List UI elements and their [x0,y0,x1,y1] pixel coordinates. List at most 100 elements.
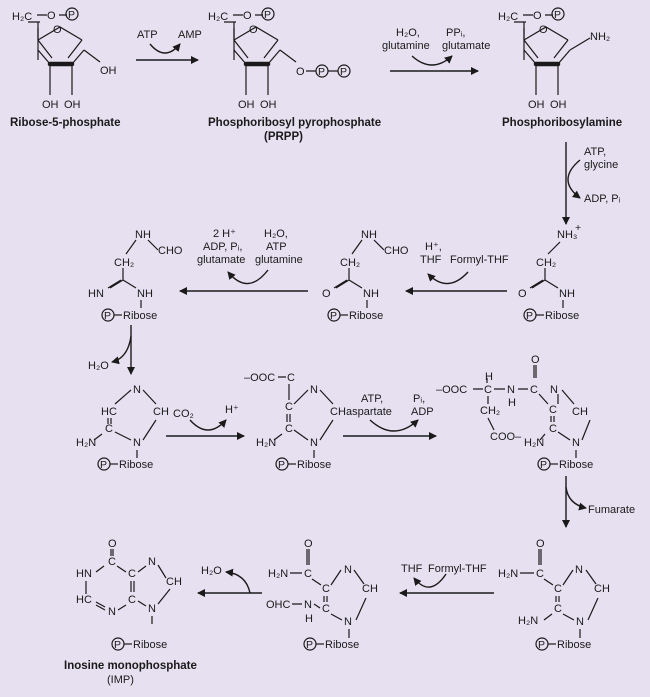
oh-label: OH [550,99,567,111]
h2n-label: H₂N [524,437,544,449]
hn-label: HN [88,288,104,300]
oxygen-label: O [304,538,313,550]
plus-charge: + [575,222,581,234]
c-label: C [484,384,492,396]
aicar-structure: O C H₂N C C N CH N H₂N P Ribose [498,538,610,651]
n-label: N [133,384,141,396]
c-label: C [322,603,330,615]
reagent-curve-8 [369,419,419,432]
reagent-h2o: H₂O, [264,228,288,240]
hc-label: HC [101,406,117,418]
n-label: N [572,437,580,449]
nh-label: NH [361,229,377,241]
reagent-adp-pi: ADP, Pᵢ [584,193,621,205]
n-label: N [310,437,318,449]
reagent-h-plus: H⁺ [225,404,239,416]
h2c-label: H₂C [12,11,32,23]
ribose-label: Ribose [545,310,579,322]
nh-label: NH [363,288,379,300]
reagent-curve-2 [411,55,453,66]
h2n-label: H₂N [256,437,276,449]
n-label: N [148,603,156,615]
saicar-structure: –OOC C H N H C O CH₂ COO– N CH C C N H₂N… [436,354,593,471]
prpp-abbrev: (PRPP) [264,131,303,143]
h-label: H [305,613,313,625]
ch2-label: CH₂ [536,257,556,269]
gar-structure: NH₃ + CH₂ O NH P Ribose [518,222,581,322]
c-label: C [128,568,136,580]
oh-label: OH [64,99,81,111]
imp-structure: O C HN C N CH C HC N N P Ribose [76,538,182,651]
ribose-label: Ribose [349,310,383,322]
reagent-curve-11 [225,568,251,594]
phosphate-circle [551,7,565,21]
c-label: C [108,556,116,568]
nh-label: NH [135,229,151,241]
reagent-glycine: glycine [584,159,618,171]
h-label: H [485,371,493,383]
coo-label: –OOC [436,384,467,396]
n-label: N [344,616,352,628]
phosphoribosylamine-structure: H₂C O NH₂ OH OH O P [498,7,610,111]
ring-oxygen: O [539,24,548,36]
phosphate-p: P [264,9,271,21]
phosphate-p: P [554,9,561,21]
reagent-curve-5 [227,269,269,285]
phosphate-p: P [68,9,75,21]
ch2-label: CH₂ [340,257,360,269]
phosphoribosylamine-name: Phosphoribosylamine [502,117,622,129]
phosphate-p: P [104,310,111,322]
reagent-fumarate: Fumarate [588,504,635,516]
reagent-aspartate: aspartate [346,406,392,418]
reagent-glutamate: glutamate [197,254,245,266]
nh2-label: NH₂ [590,31,610,43]
ribose-label: Ribose [123,310,157,322]
imp-abbrev: (IMP) [107,674,134,686]
phosphate-p: P [278,459,285,471]
phosphate-circle [337,64,351,78]
c-label: C [554,603,562,615]
ribose-label: Ribose [297,459,331,471]
faicar-structure: O C H₂N C C N CH N OHC N H P Ribose [266,538,378,651]
reagent-atp: ATP [137,29,158,41]
reagent-atp: ATP, [361,393,383,405]
fgar-structure: NH CHO CH₂ O NH P Ribose [322,229,409,322]
nh-label: NH [559,288,575,300]
c-label: C [554,583,562,595]
reagent-glutamate: glutamate [442,40,490,52]
c-label: C [105,423,113,435]
reagent-curve-7 [189,419,227,431]
reagent-glutamine: glutamine [255,254,303,266]
c-label: C [285,401,293,413]
fgam-structure: NH CHO CH₂ HN NH P Ribose [88,229,183,322]
phosphate-circle [315,64,329,78]
oh-label: OH [238,99,255,111]
c-label: C [536,568,544,580]
prpp-structure: H₂C O OH OH O P O P P [208,7,351,111]
n-label: N [576,616,584,628]
ring-oxygen: O [249,24,258,36]
n-label: N [550,384,558,396]
reagent-h2o: H₂O [88,360,109,372]
oxygen-label: O [322,288,331,300]
oh-label: OH [100,65,117,77]
reagent-curve-10 [413,573,447,588]
phosphate-p: P [114,639,121,651]
coo-label: COO– [490,431,522,443]
ch-label: CH [572,406,588,418]
reagent-2h-plus: 2 H⁺ [213,228,236,240]
reagent-atp: ATP, [584,146,606,158]
imp-name: Inosine monophosphate [64,660,197,672]
ch-label: CH [594,583,610,595]
nh-label: NH [137,288,153,300]
oxygen-label: O [108,538,117,550]
ribose-label: Ribose [119,459,153,471]
n-label: N [507,384,515,396]
reagent-curve-9 [565,486,587,511]
reagent-thf: THF [401,563,423,575]
n-label: N [310,384,318,396]
nh3-label: NH₃ [557,229,577,241]
reagent-formyl-thf: Formyl-THF [450,254,509,266]
reagent-pi: Pᵢ, [413,393,425,405]
